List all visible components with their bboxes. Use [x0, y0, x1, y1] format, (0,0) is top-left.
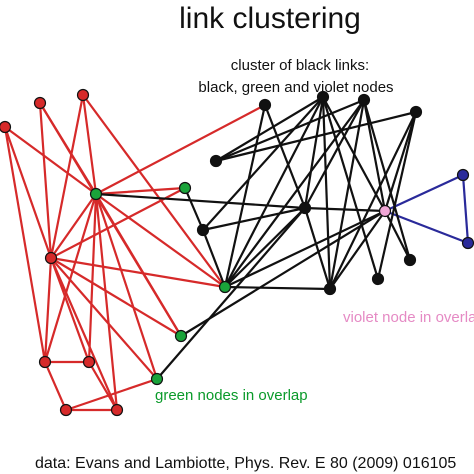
red-link [43, 256, 53, 364]
black-link [328, 98, 366, 291]
red-link [94, 103, 267, 196]
red-link [87, 360, 119, 412]
black-link [383, 110, 418, 213]
black-link [94, 192, 307, 210]
red-link [3, 125, 98, 196]
black-link [201, 206, 307, 232]
green-node [174, 329, 188, 343]
red-link [49, 256, 159, 381]
black-link [321, 95, 380, 281]
red-link [94, 192, 227, 289]
black-link [303, 206, 332, 291]
black-link [223, 206, 307, 289]
black-node [323, 282, 337, 296]
red-link [94, 192, 119, 412]
black-link [303, 98, 366, 210]
black-node [357, 93, 371, 107]
black-node [371, 272, 385, 286]
black-node [298, 201, 312, 215]
black-node [196, 223, 210, 237]
black-link [303, 95, 325, 210]
black-link [376, 110, 418, 281]
black-link [201, 95, 325, 232]
red-link [49, 192, 98, 260]
green-nodes-annotation: green nodes in overlap [155, 387, 308, 404]
red-link [81, 93, 227, 289]
black-link [223, 285, 332, 291]
black-link [223, 103, 267, 289]
red-link [49, 256, 227, 289]
black-node [409, 105, 423, 119]
red-link [49, 186, 187, 260]
black-link [223, 209, 387, 289]
black-link [383, 209, 412, 262]
black-link [303, 206, 387, 213]
red-node [0, 120, 12, 134]
red-node [76, 88, 90, 102]
red-link [43, 192, 98, 364]
black-link [362, 98, 387, 213]
red-node [110, 403, 124, 417]
black-link [155, 206, 307, 381]
blue-link [383, 209, 470, 245]
black-link [223, 95, 325, 289]
red-node [59, 403, 73, 417]
blue-node [461, 236, 474, 250]
red-node [33, 96, 47, 110]
black-link [328, 209, 387, 291]
blue-node [456, 168, 470, 182]
red-link [3, 125, 47, 364]
red-link [49, 256, 119, 412]
red-link [49, 93, 85, 260]
black-link [263, 103, 307, 210]
green-node [150, 372, 164, 386]
red-link [3, 125, 53, 260]
red-link [94, 192, 159, 381]
black-link [328, 110, 418, 291]
black-link [321, 95, 332, 291]
black-node [209, 154, 223, 168]
black-link [362, 98, 412, 262]
green-node [89, 187, 103, 201]
red-node [38, 355, 52, 369]
cluster-annotation-line1: cluster of black links: [231, 57, 369, 74]
nodes-layer [0, 88, 474, 417]
black-link [214, 95, 325, 163]
green-node [178, 181, 192, 195]
black-link [179, 209, 387, 338]
red-node [44, 251, 58, 265]
violet-node-annotation: violet node in overlap [343, 309, 474, 326]
diagram-title: link clustering [179, 2, 361, 35]
cluster-annotation-line2: black, green and violet nodes [198, 79, 393, 96]
black-node [316, 90, 330, 104]
red-link [94, 186, 187, 196]
blue-link [461, 173, 470, 245]
red-link [43, 360, 68, 412]
red-node [82, 355, 96, 369]
green-node [218, 280, 232, 294]
red-link [38, 101, 53, 260]
black-link [201, 228, 227, 289]
violet-node [378, 204, 392, 218]
blue-link [383, 173, 465, 213]
data-source-caption: data: Evans and Lambiotte, Phys. Rev. E … [35, 455, 456, 472]
black-link [183, 186, 205, 232]
black-link [214, 98, 366, 163]
edges-layer [3, 93, 470, 412]
red-link [64, 377, 159, 412]
black-node [258, 98, 272, 112]
red-link [81, 93, 98, 196]
black-node [403, 253, 417, 267]
red-link [38, 101, 183, 338]
red-link [87, 192, 98, 364]
